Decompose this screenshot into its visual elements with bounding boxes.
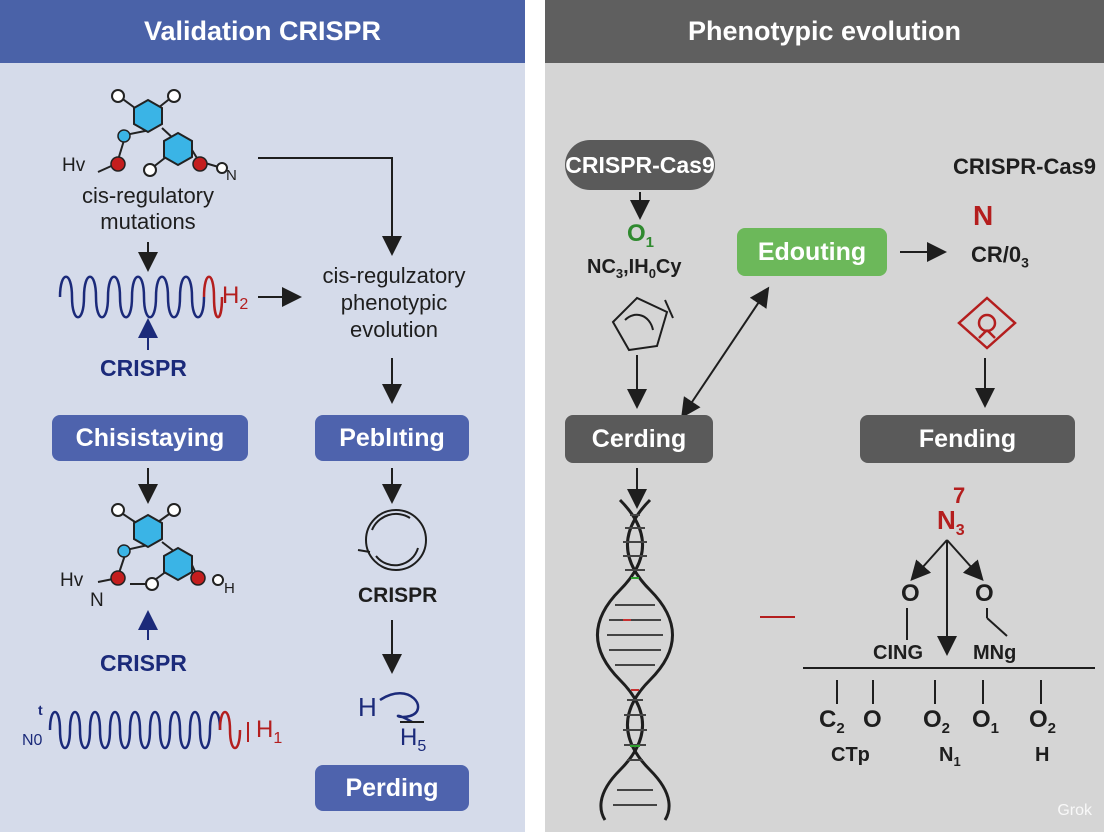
circle-ring-icon — [357, 509, 427, 571]
red-diamond-icon — [957, 296, 1017, 350]
label-crispr: CRISPR — [100, 355, 187, 381]
box-cerding[interactable]: Cerding — [565, 415, 713, 463]
right-panel: Phenotypic evolution — [545, 0, 1104, 832]
box-edouting[interactable]: Edouting — [737, 228, 887, 276]
connector-arrow — [258, 157, 402, 256]
label-ctp: CTp — [831, 744, 870, 766]
label-cis-regulatory-mutations: cis-regulatory mutations — [81, 183, 215, 234]
dna-wave-red-icon — [218, 710, 242, 750]
label-h: H — [358, 692, 377, 722]
dna-wave-bottom-icon — [48, 710, 222, 750]
label-no: N0 — [22, 732, 43, 749]
watermark: Grok — [1057, 802, 1092, 819]
label-n: N — [226, 167, 237, 184]
label-formula: NC3,IH0Cy — [587, 256, 682, 281]
right-panel-graphics — [596, 192, 1095, 821]
dna-wave-top-icon — [58, 275, 206, 319]
tree-structure-icon — [803, 539, 1095, 704]
label-7: 7 — [953, 483, 966, 508]
label-h: H — [1035, 744, 1050, 766]
label-n: N — [90, 590, 104, 611]
label-h5: H5 — [400, 724, 427, 755]
label-t: t — [38, 702, 43, 718]
label-hv: Hv — [60, 570, 84, 591]
arrow-bidirectional — [681, 286, 770, 419]
box-perding[interactable]: Perding — [315, 765, 469, 811]
label-o1: O1 — [627, 220, 655, 251]
label-cis-regulatory-phenotypic-evolution: cis-regulzatory phenotypic evolution — [322, 263, 466, 342]
label-h: H — [224, 580, 235, 597]
pill-crispr-cas9[interactable]: CRISPR-Cas9 — [565, 140, 715, 190]
left-panel-title: Validation CRISPR — [0, 0, 525, 63]
label-o2: O2 — [923, 706, 951, 737]
label-n3: N3 — [937, 505, 965, 540]
label-n1: N1 — [939, 744, 961, 769]
box-pebiting[interactable]: Peblıting — [315, 415, 469, 461]
label-c2: C2 — [819, 706, 845, 737]
left-panel: Validation CRISPR — [0, 0, 525, 832]
label-hv: Hv — [62, 155, 86, 176]
label-o2: O2 — [1029, 706, 1057, 737]
dna-wave-red-icon — [202, 275, 224, 319]
molecule-bottom-icon — [97, 503, 224, 591]
label-h2-wave: H2 — [222, 282, 249, 313]
pentagon-shape-icon — [611, 296, 674, 352]
label-o1: O1 — [972, 706, 1000, 737]
left-panel-graphics — [48, 89, 427, 750]
label-mng: MNg — [973, 642, 1017, 664]
label-o: O — [863, 706, 882, 733]
dna-helix-icon — [596, 498, 674, 821]
box-chisistaying[interactable]: Chisistaying — [52, 415, 248, 461]
label-crispr: CRISPR — [100, 650, 187, 676]
label-cr03: CR/03 — [971, 242, 1029, 271]
right-panel-title: Phenotypic evolution — [545, 0, 1104, 63]
label-crispr: CRISPR — [358, 584, 438, 607]
molecule-top-icon — [97, 89, 228, 177]
label-h1-wave: H1 — [256, 716, 283, 747]
label-o: O — [901, 580, 920, 607]
label-o: O — [975, 580, 994, 607]
label-n-red: N — [973, 200, 994, 231]
label-cing: CING — [873, 642, 923, 664]
curve-icon — [379, 692, 420, 724]
box-fending[interactable]: Fending — [860, 415, 1075, 463]
label-crispr-cas9: CRISPR-Cas9 — [953, 154, 1097, 179]
